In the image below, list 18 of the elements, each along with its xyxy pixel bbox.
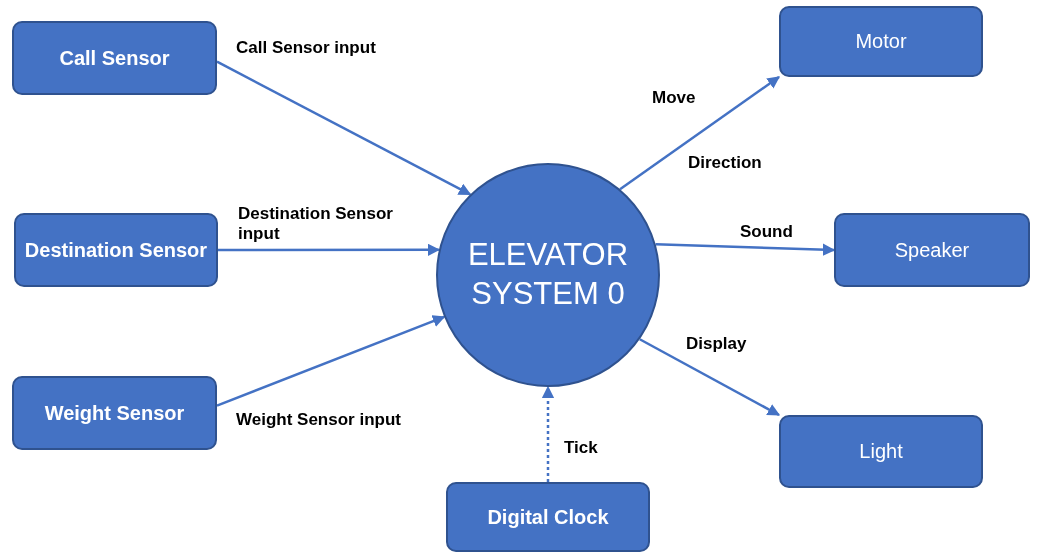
edge-label: Display: [684, 334, 749, 354]
arrow: [655, 242, 836, 256]
edge-label: Weight Sensor input: [234, 410, 403, 430]
output-box: Light: [779, 415, 983, 488]
arrow: [216, 60, 472, 196]
sensor-box: Weight Sensor: [12, 376, 217, 450]
arrow: [639, 338, 781, 417]
clock-box: Digital Clock: [446, 482, 650, 552]
edge-label: Call Sensor input: [234, 38, 378, 58]
output-box: Speaker: [834, 213, 1030, 287]
output-box: Motor: [779, 6, 983, 77]
arrow: [619, 75, 780, 191]
arrow: [541, 385, 555, 482]
arrow: [218, 243, 441, 257]
sensor-box: Call Sensor: [12, 21, 217, 95]
process-circle: ELEVATOR SYSTEM 0: [436, 163, 660, 387]
sensor-box: Destination Sensor: [14, 213, 218, 287]
arrow: [216, 315, 446, 407]
